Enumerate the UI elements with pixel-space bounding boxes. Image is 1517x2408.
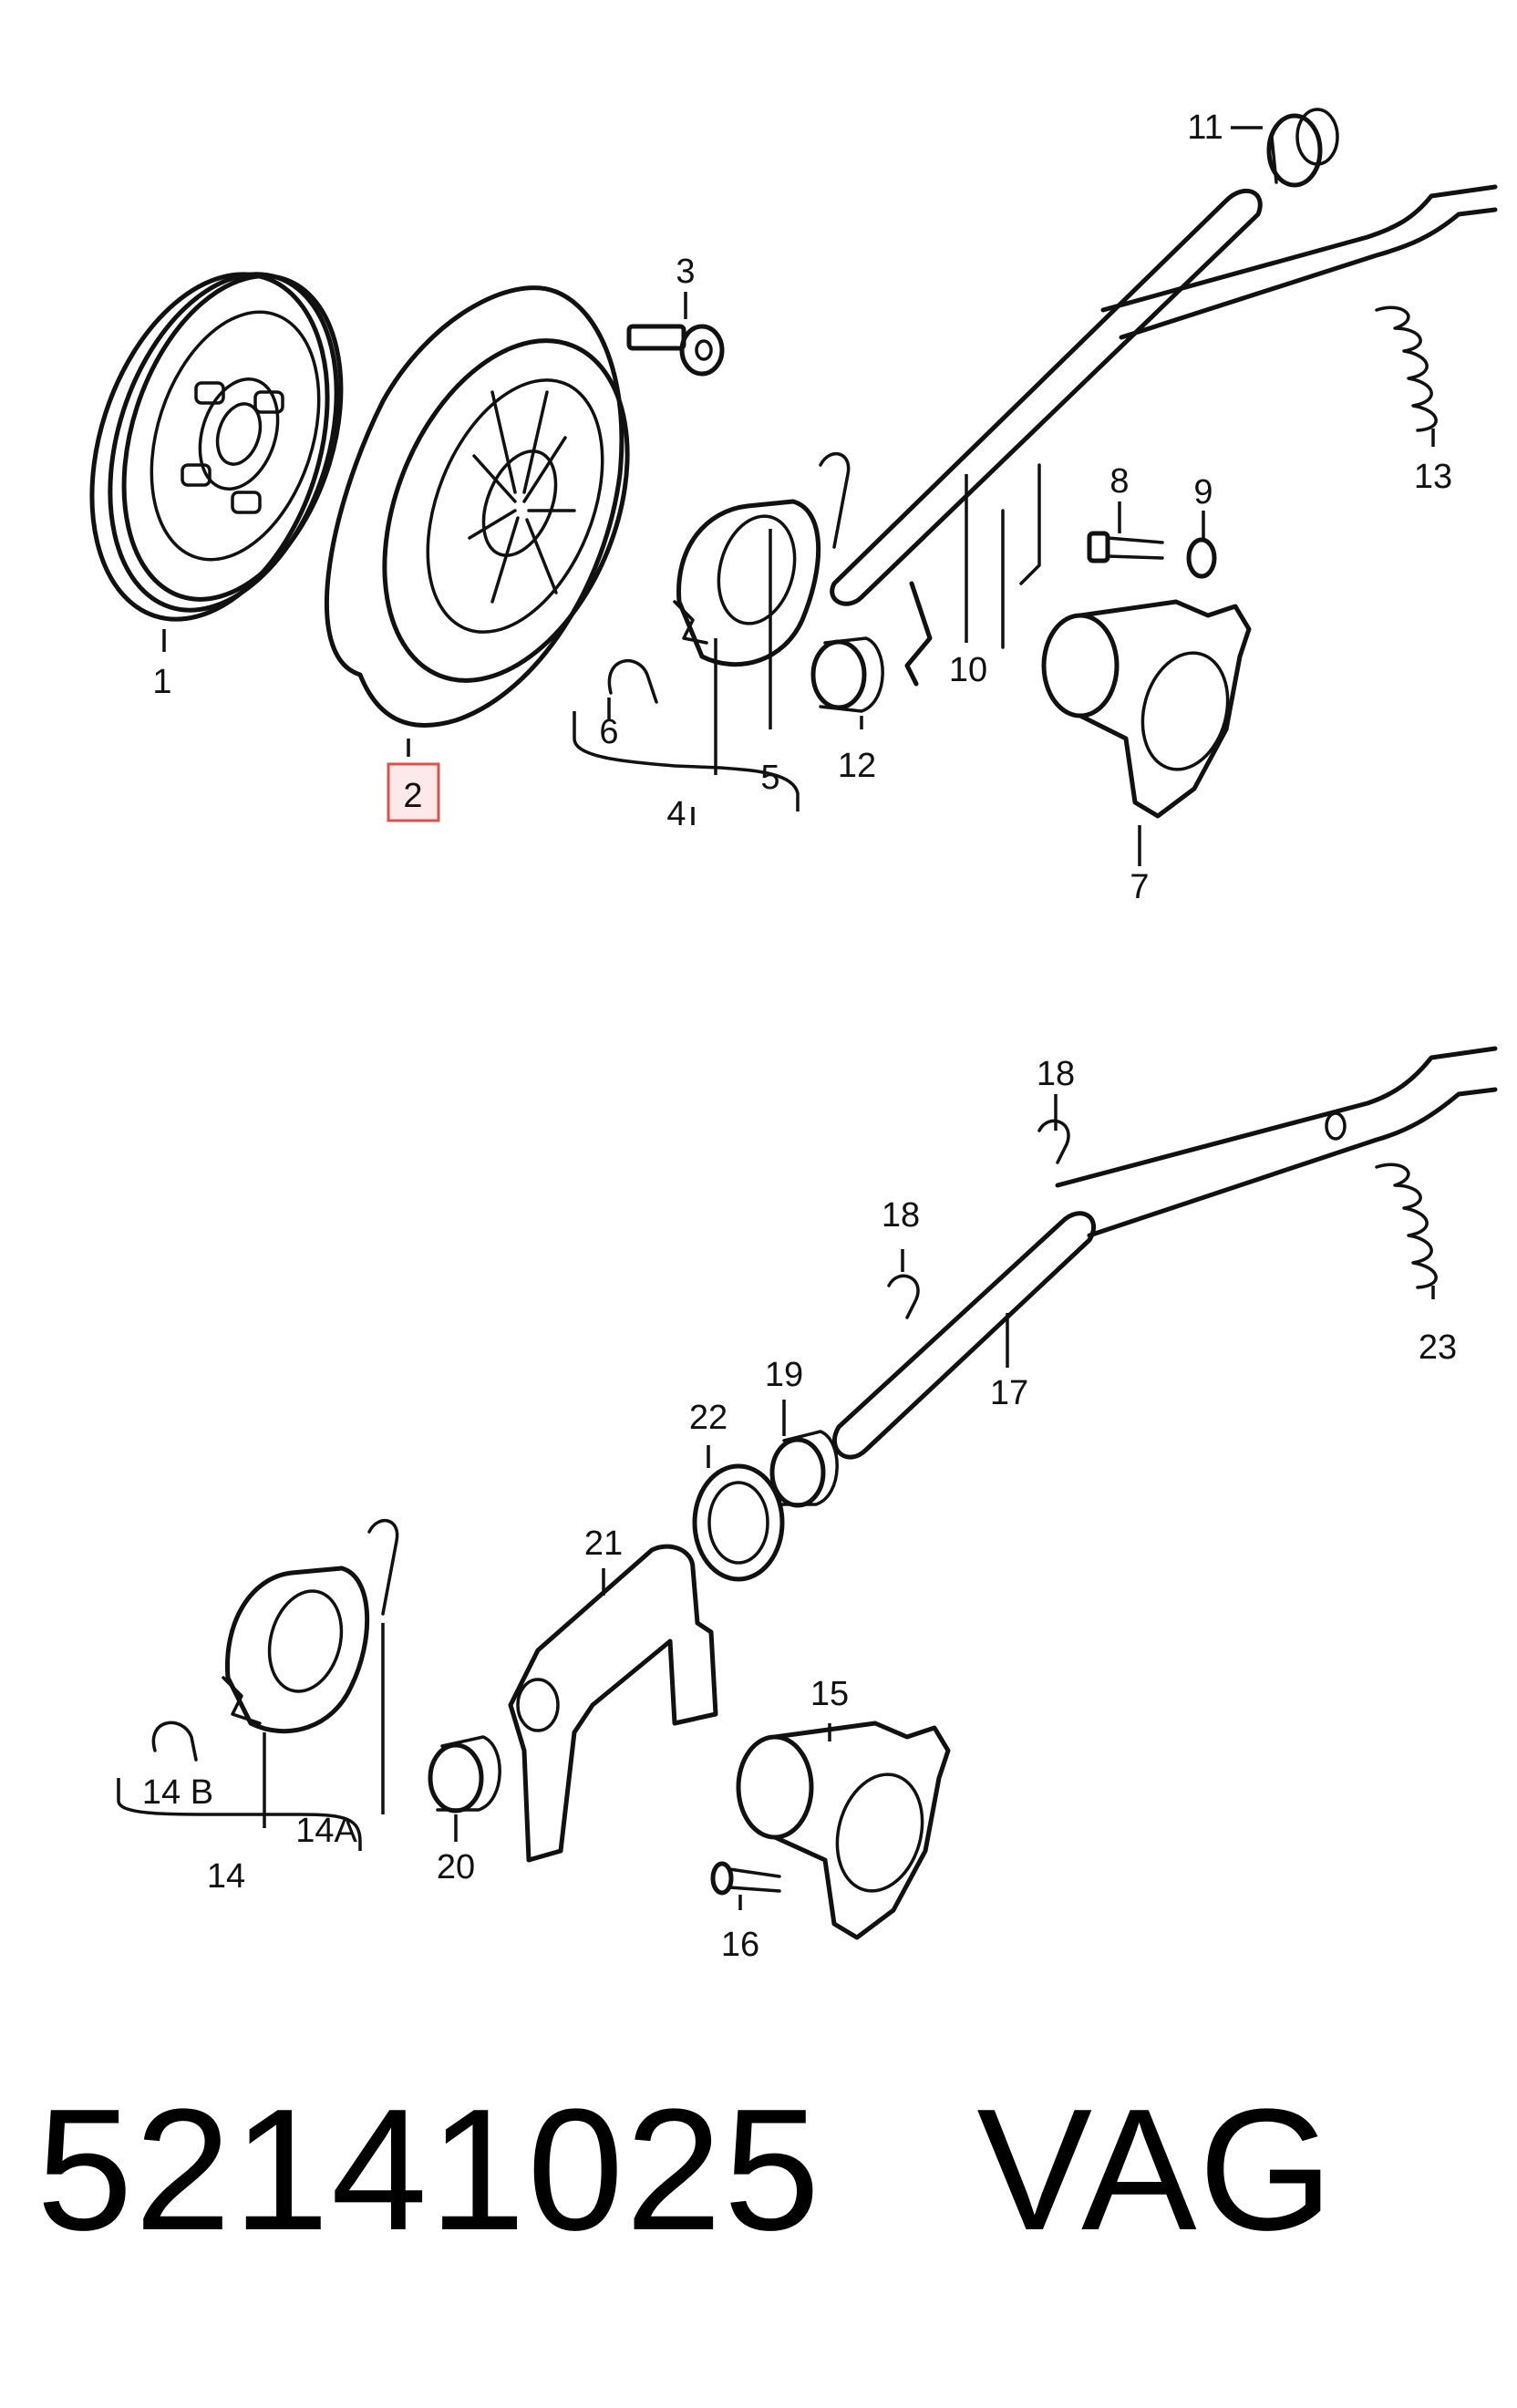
callout-21: 21 [584,1524,623,1563]
part-clip-18-upper [1037,1119,1070,1164]
part-spring-14A [367,1518,399,1616]
part-bolt [626,324,725,377]
part-bushing-11 [1266,108,1339,188]
part-spring-13 [1375,305,1438,432]
part-clutch-disc [89,272,344,622]
callouts: 1 2 3 4 5 6 7 8 9 10 11 12 13 18 18 19 2… [142,109,1457,1964]
part-screw-16 [710,1861,781,1896]
part-seal-22 [692,1463,785,1582]
brand-label: VAG [976,2073,1336,2267]
callout-10: 10 [949,651,987,689]
leader-lines [117,126,1435,1910]
part-release-shaft [830,184,1498,687]
callout-16: 16 [721,1926,759,1964]
part-clip-18-lower [887,1274,920,1319]
highlight-box-2 [387,762,440,822]
callout-13: 13 [1414,458,1452,496]
callout-6: 6 [599,713,618,751]
callout-4: 4 [666,795,686,833]
part-bushing-19 [769,1430,839,1508]
callout-14: 14 [207,1857,245,1896]
part-number: 52141025 [36,2073,822,2267]
part-needle-bearing-20 [428,1735,501,1814]
part-guide-sleeve-7 [1041,599,1252,819]
part-bolt-8 [1087,531,1164,563]
callout-5: 5 [760,759,779,797]
callout-11: 11 [1187,109,1223,147]
part-shaft-17 [831,1046,1498,1460]
part-washer-9 [1186,537,1217,579]
callout-9: 9 [1193,473,1213,512]
part-retaining-spring [819,451,851,549]
callout-12: 12 [838,747,876,785]
part-clip-6 [607,659,658,704]
callout-2: 2 [403,777,422,815]
callout-14B: 14 B [142,1773,213,1812]
part-release-fork-21 [508,1544,718,1863]
callout-7: 7 [1130,868,1149,906]
part-needle-bearing-12 [810,636,884,713]
part-number-footer: 52141025 VAG [36,2056,1336,2284]
part-pressure-plate [324,285,630,729]
callout-18-upper: 18 [1037,1055,1075,1093]
callout-17: 17 [990,1374,1028,1412]
callout-14A: 14A [295,1812,357,1850]
callout-15: 15 [810,1675,849,1713]
callout-8: 8 [1109,462,1129,501]
part-spring-23 [1375,1163,1438,1289]
callout-1: 1 [152,663,171,701]
part-clip-14B [151,1721,198,1762]
callout-20: 20 [437,1848,475,1886]
callout-18-lower: 18 [882,1196,920,1235]
part-release-bearing-14 [222,1566,370,1734]
callout-22: 22 [689,1399,728,1437]
callout-3: 3 [676,253,695,291]
part-release-bearing [673,499,821,667]
part-guide-sleeve-15 [736,1721,951,1940]
callout-23: 23 [1419,1328,1457,1367]
callout-19: 19 [765,1356,803,1394]
